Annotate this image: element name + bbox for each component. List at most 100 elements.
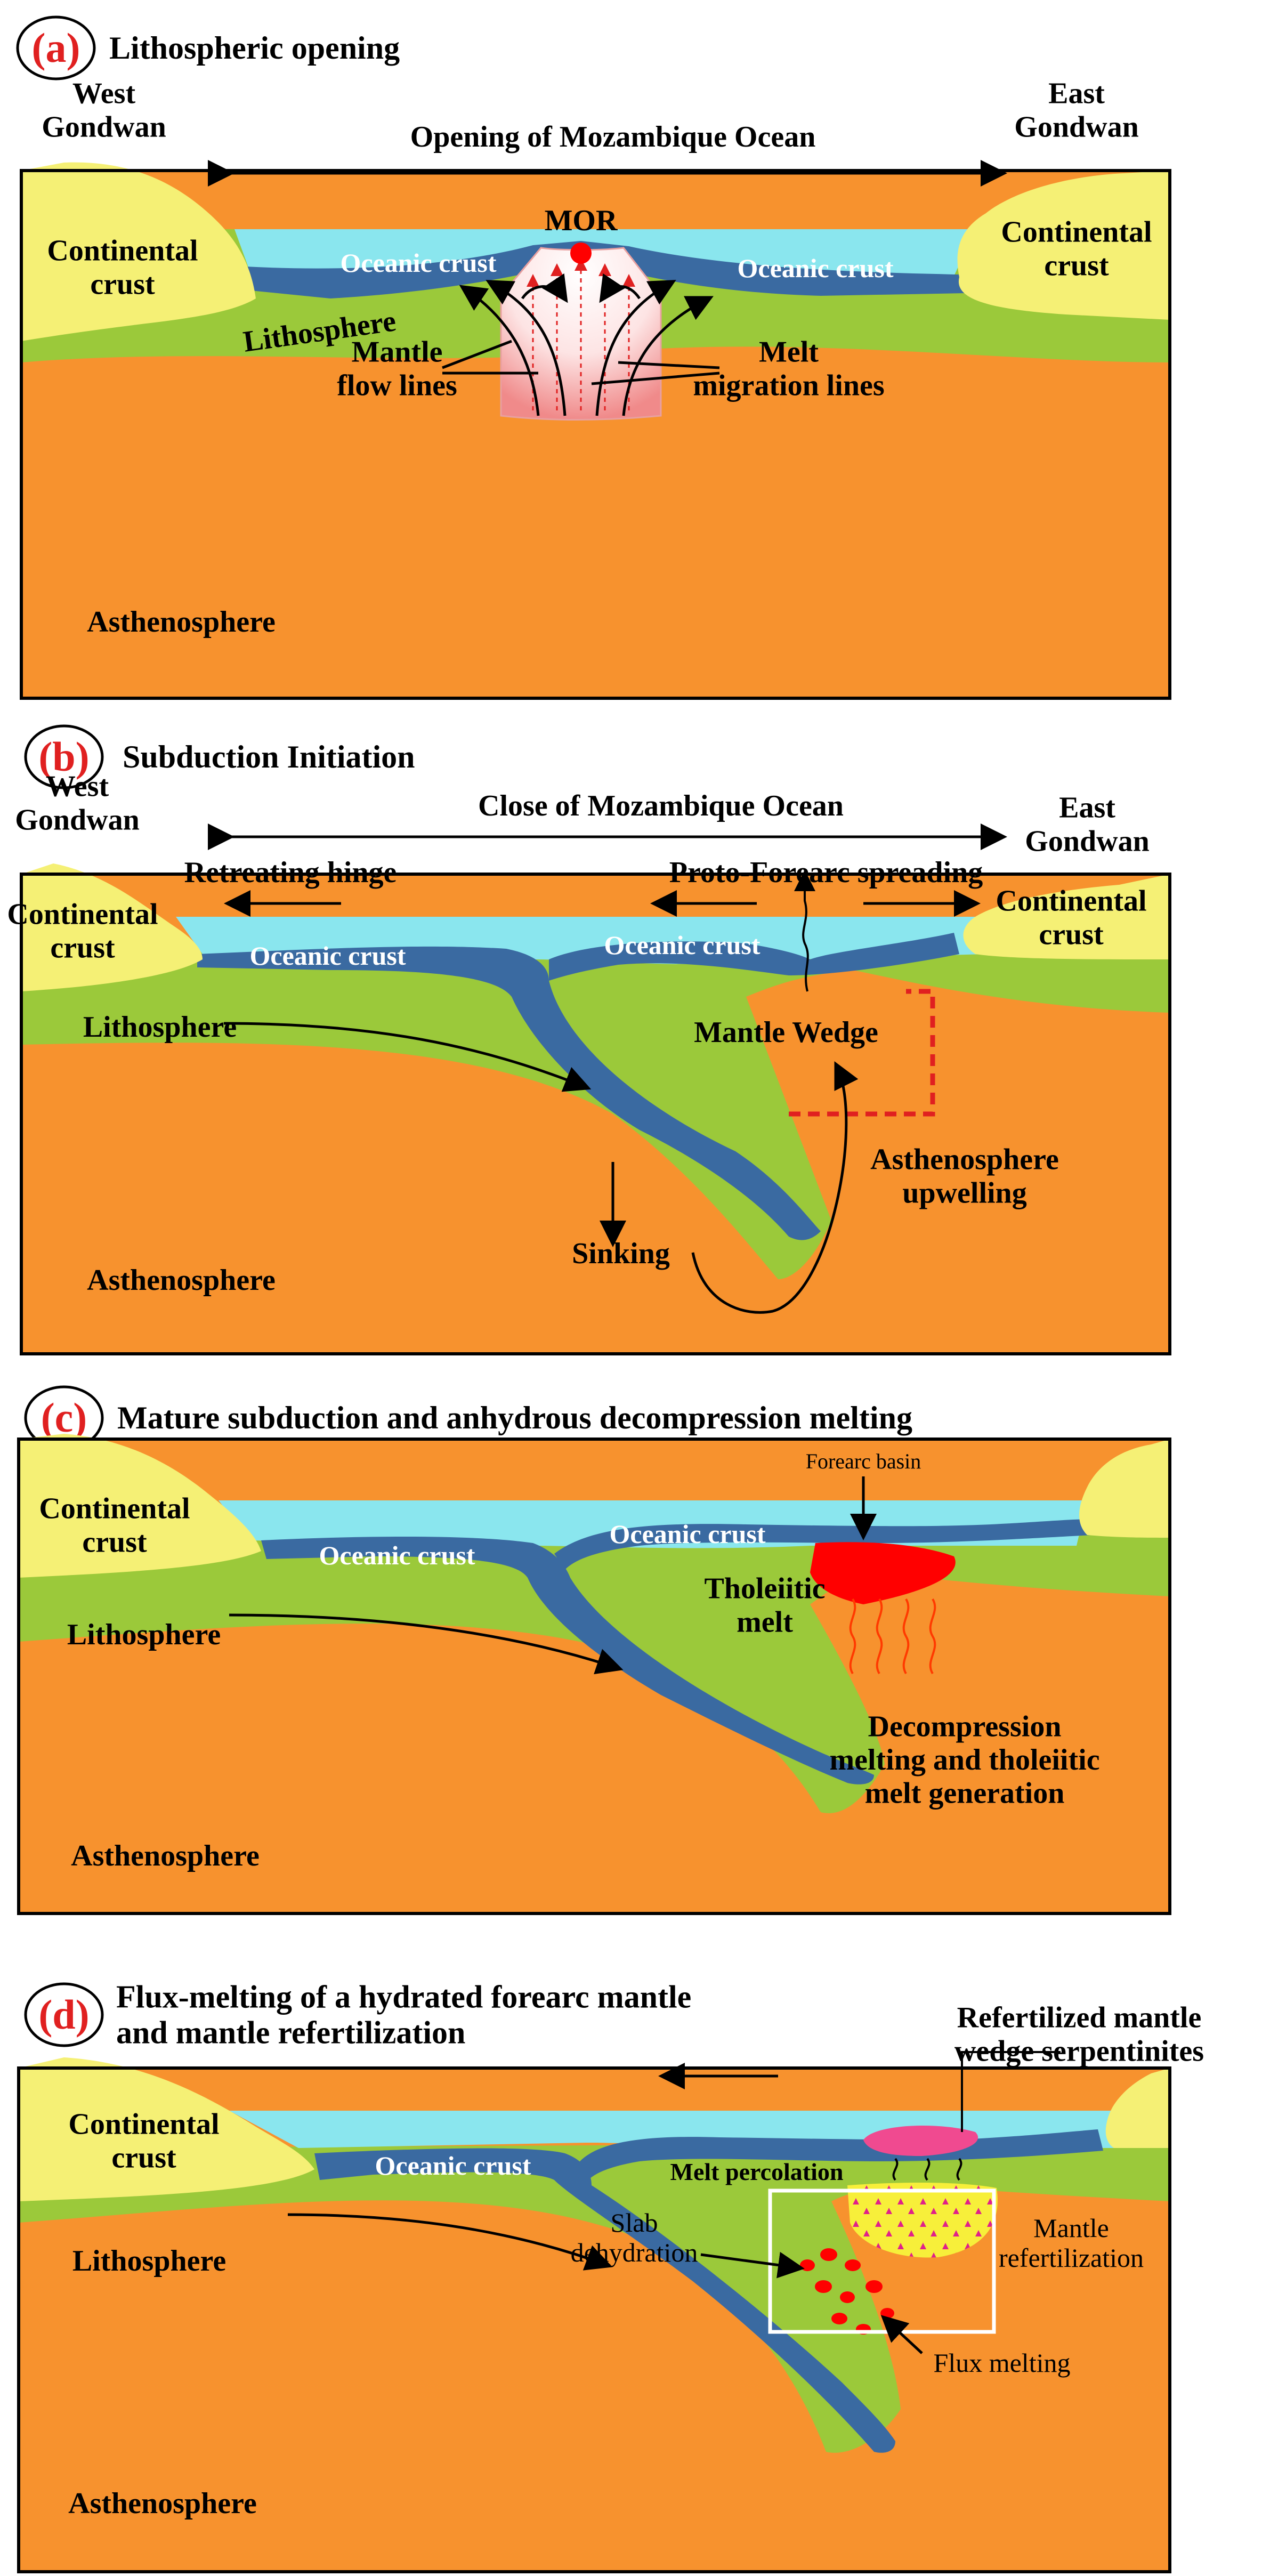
flux-melting-label: Flux melting bbox=[934, 2348, 1071, 2378]
asthenosphere-label: Asthenosphere bbox=[87, 605, 276, 639]
panel-d: (d) Flux-melting of a hydrated forearc m… bbox=[17, 1979, 1204, 2573]
flux-melting-arrow bbox=[880, 2315, 923, 2354]
continental-crust-right bbox=[963, 874, 1170, 959]
retreating-hinge-label: Retreating hinge bbox=[184, 856, 397, 889]
sinking-label: Sinking bbox=[572, 1237, 670, 1270]
slab-oceanic-crust bbox=[261, 1537, 874, 1784]
mantle-flow-lines bbox=[459, 273, 714, 416]
oceanic-crust-right bbox=[549, 933, 959, 981]
serpentinite-leader bbox=[961, 2051, 1061, 2132]
forearc-basin-label: Forearc basin bbox=[806, 1449, 921, 1473]
panel-b-badge bbox=[24, 724, 104, 789]
label-leaders-a bbox=[442, 340, 720, 385]
proto-forearc-label: Proto-Forearc spreading bbox=[669, 856, 983, 889]
oceanic-crust-right-label: Oceanic crust bbox=[610, 1519, 766, 1549]
oceanic-crust-left-label: Oceanic crust bbox=[341, 248, 497, 278]
lithosphere-label: Lithosphere bbox=[83, 1011, 237, 1044]
panel-b-letter: (b) bbox=[38, 733, 89, 780]
panel-b-frame bbox=[20, 873, 1171, 1355]
continental-crust-left bbox=[19, 2057, 314, 2201]
continental-crust-left bbox=[19, 1434, 261, 1578]
panel-c-section bbox=[17, 1434, 1171, 1915]
oceanic-crust-left-label: Oceanic crust bbox=[319, 1540, 475, 1570]
panel-b-header: (b) Subduction Initiation bbox=[24, 724, 415, 789]
oceanic-crust-right-label: Oceanic crust bbox=[604, 930, 761, 960]
closure-label: Close of Mozambique Ocean bbox=[478, 789, 844, 822]
opening-ocean-label: Opening of Mozambique Ocean bbox=[410, 120, 816, 154]
mor-ridge-marker bbox=[570, 243, 592, 264]
panel-a-title: Lithospheric opening bbox=[109, 30, 400, 66]
oceanic-crust-right bbox=[554, 1519, 1093, 1570]
continental-crust-left bbox=[21, 863, 203, 991]
panel-d-header: (d) Flux-melting of a hydrated forearc m… bbox=[24, 1979, 691, 2050]
refertilized-mantle-zone bbox=[847, 2183, 998, 2258]
panel-c-letter: (c) bbox=[41, 1394, 87, 1441]
lithosphere-layer bbox=[19, 1519, 1170, 1813]
tholeiitic-melt-body bbox=[810, 1542, 956, 1604]
lithosphere-layer bbox=[19, 2143, 1170, 2453]
continental-crust-right bbox=[957, 171, 1170, 320]
asthenosphere-label: Asthenosphere bbox=[68, 2487, 257, 2520]
panel-d-frame bbox=[17, 2066, 1171, 2573]
lithosphere-label: Lithosphere bbox=[72, 2244, 226, 2278]
panel-d-title: Flux-melting of a hydrated forearc mantl… bbox=[116, 1979, 691, 2050]
oceanic-crust-left bbox=[245, 241, 581, 298]
mantle-wedge-outline bbox=[789, 989, 935, 1117]
panel-c-title: Mature subduction and anhydrous decompre… bbox=[117, 1400, 912, 1435]
lithosphere-label: Lithosphere bbox=[67, 1618, 221, 1651]
panel-a-section bbox=[20, 162, 1171, 700]
mor-label: MOR bbox=[545, 204, 618, 237]
refertilized-serpentinite-body bbox=[863, 2126, 978, 2156]
continental-crust-right bbox=[1105, 2068, 1170, 2148]
continental-crust-left bbox=[21, 162, 256, 341]
panel-b-title: Subduction Initiation bbox=[123, 739, 415, 774]
panel-a-header: (a) Lithospheric opening bbox=[16, 15, 400, 80]
dehydration-arrow bbox=[700, 2251, 805, 2279]
oceanic-crust-right bbox=[581, 241, 965, 296]
mantle-wedge-label: Mantle Wedge bbox=[694, 1016, 878, 1049]
oceanic-crust-left-label: Oceanic crust bbox=[375, 2151, 531, 2181]
oceanic-crust-right-label: Oceanic crust bbox=[738, 253, 894, 283]
melt-percolation-wiggles bbox=[892, 2158, 962, 2181]
panel-d-flow-arrow bbox=[287, 2213, 613, 2271]
panel-a: (a) Lithospheric opening bbox=[16, 15, 1171, 700]
panel-c: (c) Mature subduction and anhydrous deco… bbox=[17, 1385, 1171, 1915]
panel-d-section bbox=[17, 2057, 1171, 2573]
melt-percolation-label: Melt percolation bbox=[670, 2158, 844, 2185]
asthenosphere-label: Asthenosphere bbox=[87, 1264, 276, 1297]
panel-c-flow-arrow bbox=[229, 1613, 624, 1675]
slab-oceanic-crust bbox=[314, 2148, 895, 2453]
panel-a-letter: (a) bbox=[32, 25, 80, 71]
panel-d-letter: (d) bbox=[38, 1991, 89, 2038]
panel-c-frame bbox=[17, 1438, 1171, 1915]
continental-crust-right bbox=[1079, 1439, 1170, 1538]
asthenosphere-label: Asthenosphere bbox=[71, 1839, 260, 1872]
panel-b-flow-arrows bbox=[223, 1022, 859, 1314]
melt-rising-wiggles bbox=[849, 1598, 936, 1675]
spreading-axis-wiggle bbox=[794, 870, 815, 992]
lithosphere-layer bbox=[21, 933, 1170, 1279]
